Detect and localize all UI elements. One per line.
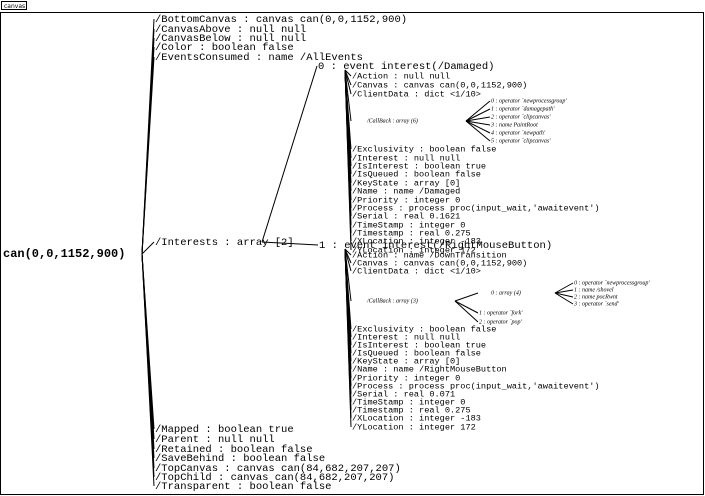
tree-edge [261, 65, 318, 243]
level1-node[interactable]: /EventsConsumed : name /AllEvents [155, 52, 363, 64]
callback-item[interactable]: 0 : operator `newprocessgroup' [491, 98, 567, 104]
property-node[interactable]: /IsInterest : boolean true [352, 340, 486, 350]
callback-item[interactable]: 3 : operator `send' [573, 301, 619, 307]
root-node[interactable]: can(0,0,1152,900) [3, 247, 125, 261]
level1-node[interactable]: /TopChild : canvas can(84,682,207,207) [155, 472, 394, 484]
callback-item[interactable]: 5 : operator `clipcanvas' [491, 138, 551, 144]
tree-edge [344, 69, 352, 95]
callback-item[interactable]: 3 : name PaintRoot [490, 122, 538, 128]
tree-edge [465, 100, 491, 122]
tree-edge [454, 292, 479, 302]
tree-edge [554, 289, 574, 294]
tree-edge [465, 120, 491, 142]
property-node[interactable]: /Name : name /Damaged [352, 186, 460, 196]
level1-node[interactable]: /Mapped : boolean true [155, 424, 294, 436]
property-node[interactable]: /KeyState : array [0] [352, 356, 460, 366]
property-node[interactable]: /Timestamp : real 0.275 [352, 228, 471, 238]
level1-node[interactable]: /Color : boolean false [155, 42, 294, 54]
property-node[interactable]: /Priority : integer 0 [352, 195, 460, 205]
tree-edge [344, 248, 352, 256]
tree-edge [465, 108, 491, 122]
property-node[interactable]: /IsInterest : boolean true [352, 161, 486, 171]
callback-item[interactable]: 1 : name /shovel [574, 287, 614, 293]
tree-frame [0, 12, 704, 495]
property-node[interactable]: /ClientData : dict <1/10> [352, 89, 481, 99]
tree-edge [261, 241, 319, 246]
property-node[interactable]: /YLocation : integer 172 [352, 422, 476, 432]
callback-item[interactable]: 2 : name pocRwnt [574, 294, 618, 300]
property-node[interactable]: /Exclusivity : boolean false [352, 324, 496, 334]
tree-edge [141, 253, 155, 487]
level1-node[interactable]: /Transparent : boolean false [155, 481, 331, 493]
property-node[interactable]: /Interest : null null [352, 332, 460, 342]
property-node[interactable]: /Priority : integer 0 [352, 373, 460, 383]
property-node[interactable]: /Exclusivity : boolean false [352, 144, 496, 154]
tree-edge [554, 282, 574, 294]
tree-edge [465, 120, 491, 134]
property-node[interactable]: /IsQueued : boolean false [352, 348, 481, 358]
tree-edge [454, 300, 479, 314]
tree-edge [554, 292, 574, 305]
property-node[interactable]: /Serial : real 0.071 [352, 389, 455, 399]
property-node[interactable]: /ClientData : dict <1/10> [352, 266, 481, 276]
tree-edge [465, 116, 491, 122]
property-node[interactable]: /Timestamp : real 0.275 [352, 405, 471, 415]
property-node[interactable]: /Serial : real 0.1621 [352, 211, 460, 221]
tree-edge [465, 120, 491, 126]
property-node[interactable]: /XLocation : integer -183 [352, 236, 481, 246]
level1-node[interactable]: /CanvasAbove : null null [155, 24, 306, 36]
property-node[interactable]: /Action : name /DownTransition [352, 250, 507, 260]
property-node[interactable]: /Process : process proc(input_wait,'awai… [352, 381, 600, 391]
property-node[interactable]: /Name : name /RightMouseButton [352, 364, 507, 374]
callback-node[interactable]: /CallBack : array (3) [366, 297, 418, 304]
property-node[interactable]: /Canvas : canvas can(0,0,1152,900) [352, 80, 527, 90]
tree-edge [344, 248, 352, 272]
callback-item[interactable]: 2 : operator `clipcanvas' [491, 114, 551, 120]
callback-item[interactable]: 4 : operator `newpath' [491, 129, 546, 136]
interest-node[interactable]: 0 : event interest(/Damaged) [318, 61, 494, 73]
interest-node[interactable]: 1 : event interest(/RightMouseButton) [319, 240, 552, 252]
callback-item[interactable]: 2 : operator `pop' [479, 319, 522, 325]
tree-edge [554, 292, 574, 298]
property-node[interactable]: /Process : process proc(input_wait,'awai… [352, 203, 600, 213]
tree-edge [344, 248, 352, 428]
callback-item[interactable]: 1 : operator `fork' [479, 309, 523, 316]
property-node[interactable]: /Canvas : canvas can(0,0,1152,900) [352, 258, 527, 268]
property-node[interactable]: /Action : null null [352, 71, 450, 81]
level1-node[interactable]: /SaveBehind : boolean false [155, 453, 325, 465]
property-node[interactable]: /IsQueued : boolean false [352, 169, 481, 179]
tree-edge [141, 56, 155, 255]
property-node[interactable]: /TimeStamp : integer 0 [352, 220, 465, 230]
level1-node[interactable]: /Retained : boolean false [155, 444, 313, 456]
level1-node[interactable]: /TopCanvas : canvas can(84,682,207,207) [155, 463, 401, 475]
tree-edge [141, 241, 155, 255]
sub-array-node[interactable]: 0 : array (4) [491, 289, 521, 296]
level1-node[interactable]: /CanvasBelow : null null [155, 33, 306, 45]
property-node[interactable]: /Interest : null null [352, 153, 460, 163]
callback-node[interactable]: /CallBack : array (6) [366, 117, 418, 124]
level1-node[interactable]: /BottomCanvas : canvas can(0,0,1152,900) [155, 14, 407, 26]
level1-node[interactable]: /Parent : null null [155, 434, 275, 446]
property-node[interactable]: /TimeStamp : integer 0 [352, 397, 465, 407]
canvas-menu-button[interactable]: canvas ▾ [1, 1, 27, 10]
tree-edge [344, 69, 352, 251]
tree-edge [454, 300, 479, 323]
property-node[interactable]: /KeyState : array [0] [352, 178, 460, 188]
property-node[interactable]: /XLocation : integer -183 [352, 413, 481, 423]
callback-item[interactable]: 1 : operator `damagepath' [491, 106, 555, 112]
tree-edge [344, 69, 352, 77]
level1-node[interactable]: /Interests : array [2] [155, 237, 294, 249]
property-node[interactable]: /YLocation : integer 172 [352, 245, 476, 255]
callback-item[interactable]: 0 : operator `newprocessgroup' [574, 280, 650, 286]
